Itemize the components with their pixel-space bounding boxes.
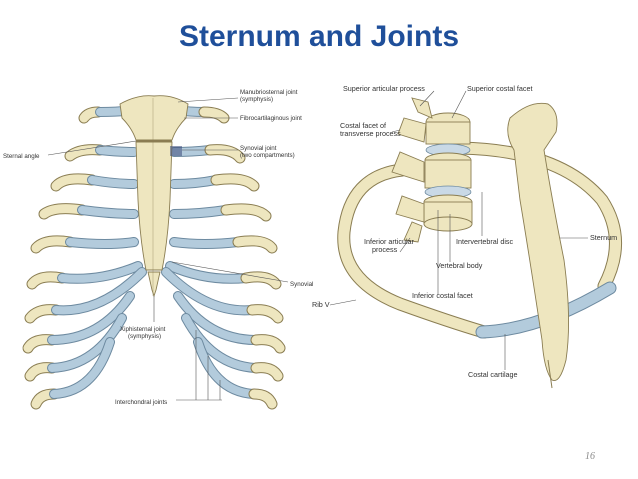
vertebra-lower-bottom — [423, 216, 473, 232]
slide-number: 16 — [585, 451, 595, 462]
label-interchondral-joints: Interchondral joints — [115, 399, 167, 406]
transverse-process-lower — [395, 195, 425, 223]
label-xiphisternal-joint: Xiphisternal joint — [120, 326, 166, 333]
label-superior-costal-facet: Superior costal facet — [467, 84, 533, 93]
label-costal-facet-transverse: Costal facet of — [340, 121, 386, 130]
intervertebral-disc — [425, 143, 471, 157]
joint-capsule-mark — [170, 146, 182, 156]
label-synovial-joint: Synovial joint — [240, 145, 277, 152]
slide-title: Sternum and Joints — [178, 20, 460, 53]
rib-left-8 — [22, 291, 135, 354]
left-leader-lines — [47, 97, 289, 401]
transverse-process-mid — [391, 151, 425, 183]
intervertebral-disc-lower — [424, 185, 472, 199]
rib-right-8 — [173, 291, 286, 354]
rib-left-2 — [64, 144, 139, 162]
vertebra-upper-body — [425, 121, 471, 145]
label-inferior-articular-process-2: process — [372, 245, 398, 254]
label-synovial-compartments: (two compartments) — [240, 152, 295, 159]
rib-right-6 — [165, 261, 282, 290]
thoracic-cage-illustration: Manubriosternal joint (symphysis) Fibroc… — [3, 89, 313, 410]
label-inferior-articular-process: Inferior articular — [364, 237, 415, 246]
rib-left-5 — [30, 235, 139, 254]
label-sternum: Sternum — [590, 233, 617, 242]
rib-left-3 — [50, 173, 139, 192]
rib-right-2 — [169, 144, 246, 164]
sternum-front — [119, 95, 189, 298]
rib-right-4 — [169, 203, 272, 222]
xiphoid-process — [147, 271, 161, 298]
label-sternal-angle: Sternal angle — [3, 153, 40, 160]
rib-right-5 — [169, 235, 278, 254]
label-fibrocartilaginous-joint: Fibrocartilaginous joint — [240, 115, 302, 122]
vertebra-lower-body — [423, 201, 473, 225]
label-inferior-costal-facet: Inferior costal facet — [412, 291, 473, 300]
rib-right-3 — [169, 173, 260, 192]
right-leader-lines — [329, 90, 588, 370]
vertebra-mid-body — [424, 159, 472, 189]
rib-left-10 — [30, 337, 115, 410]
inferior-articular-process — [403, 221, 423, 243]
label-costal-facet-transverse-2: transverse process — [340, 129, 401, 138]
rib-left-7 — [24, 267, 147, 324]
label-manubriosternal-type: (symphysis) — [240, 96, 273, 103]
label-synovial: Synovial — [290, 281, 313, 288]
sternum-body-oblique — [507, 102, 570, 382]
rib-right-7 — [161, 267, 284, 324]
left-ribs — [22, 105, 147, 410]
label-intervertebral-disc: Intervertebral disc — [456, 237, 514, 246]
vertebra-lower-top — [423, 194, 473, 210]
rib-left-6 — [26, 261, 143, 290]
label-manubriosternal-joint: Manubriosternal joint — [240, 89, 298, 96]
label-costal-cartilage: Costal cartilage — [468, 370, 518, 379]
rib-left-9 — [24, 313, 127, 382]
label-superior-articular-process: Superior articular process — [343, 84, 425, 93]
sternum-oblique — [507, 102, 570, 389]
transverse-process-upper — [397, 117, 427, 143]
right-ribs — [161, 105, 286, 410]
vertebra-mid-top — [424, 152, 472, 168]
manubrium — [119, 95, 189, 141]
rib-v — [337, 141, 622, 339]
superior-articular-process — [411, 97, 433, 119]
sternal-body — [135, 141, 173, 271]
label-xiphisternal-type: (symphysis) — [128, 333, 161, 340]
rib-left-4 — [38, 203, 139, 220]
rib-right-9 — [181, 313, 284, 382]
vertebral-column — [391, 97, 473, 243]
vertebra-superior-top — [425, 112, 471, 132]
label-vertebral-body: Vertebral body — [436, 261, 483, 270]
